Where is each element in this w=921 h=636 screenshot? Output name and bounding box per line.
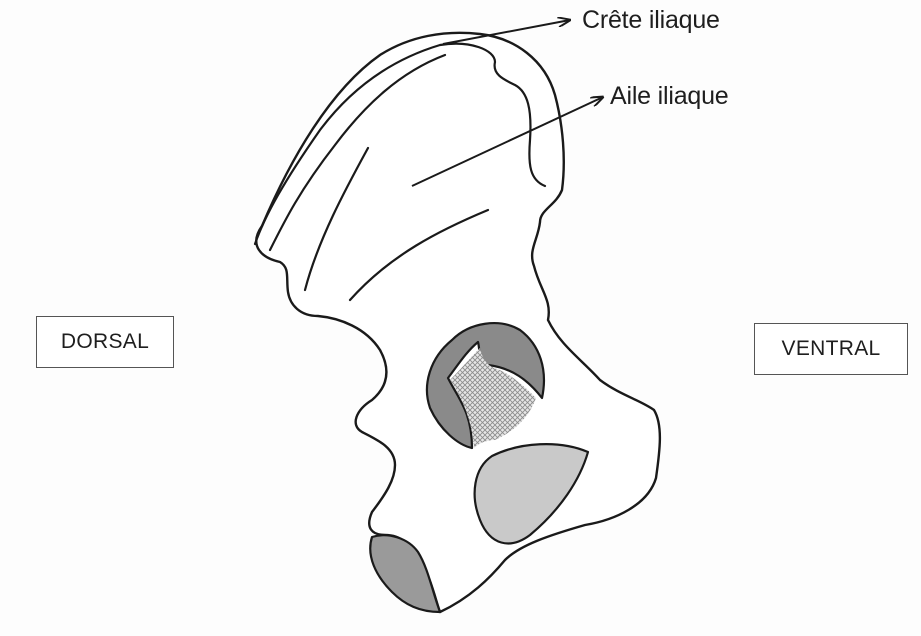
ischial-tuberosity xyxy=(369,534,442,614)
acetabulum-lunate-surface xyxy=(425,322,546,450)
iliac-crest-band xyxy=(253,42,547,246)
gluteal-line-posterior xyxy=(303,146,370,292)
iliac-crest-inner-line xyxy=(268,53,447,252)
ilium-outline xyxy=(255,31,662,614)
aile-iliaque-label: Aile iliaque xyxy=(610,82,729,110)
obturator-foramen xyxy=(473,443,590,545)
gluteal-line-anterior xyxy=(348,208,490,302)
acetabular-fossa xyxy=(450,348,536,448)
arrow-aile xyxy=(411,97,603,187)
crete-iliaque-label: Crête iliaque xyxy=(582,6,720,34)
arrow-crete xyxy=(442,20,570,45)
dorsal-label: DORSAL xyxy=(36,316,174,368)
ventral-label: VENTRAL xyxy=(754,323,908,375)
